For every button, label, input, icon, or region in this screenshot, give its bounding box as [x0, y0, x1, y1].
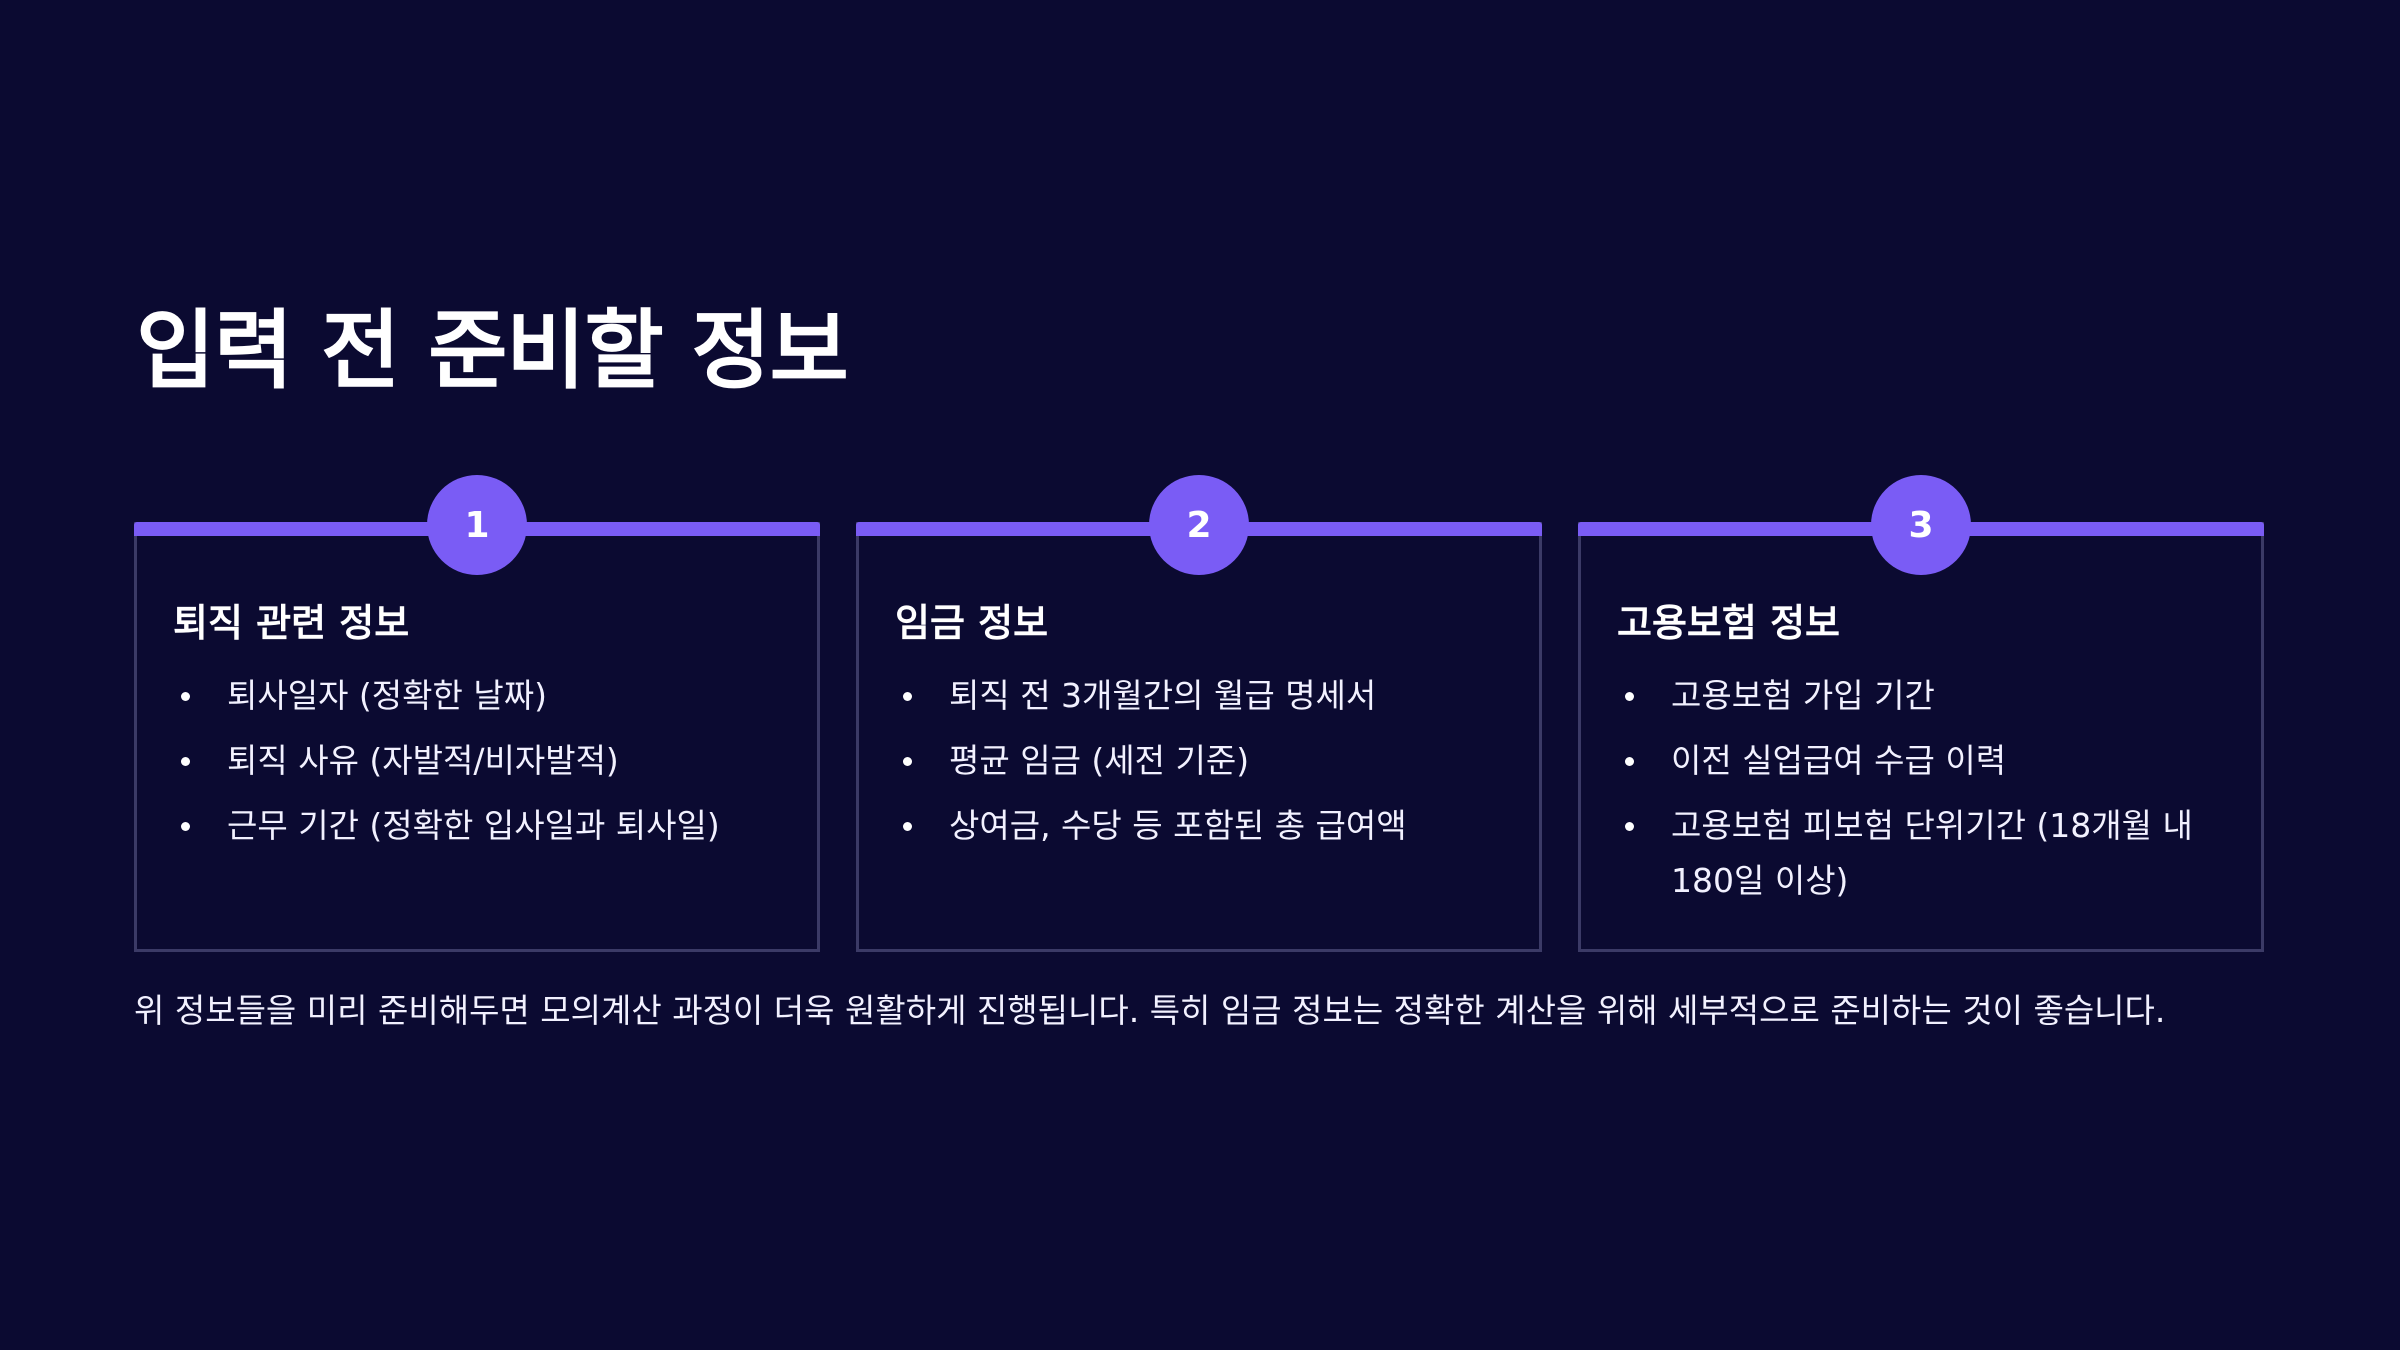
card-insurance-info: 3 고용보험 정보 고용보험 가입 기간 이전 실업급여 수급 이력 고용보험 …	[1578, 475, 2264, 952]
card-wage-info: 2 임금 정보 퇴직 전 3개월간의 월급 명세서 평균 임금 (세전 기준) …	[856, 475, 1542, 952]
step-number-badge: 1	[427, 475, 527, 575]
list-item: 근무 기간 (정확한 입사일과 퇴사일)	[173, 798, 789, 853]
step-number-badge: 2	[1149, 475, 1249, 575]
card-item-list: 고용보험 가입 기간 이전 실업급여 수급 이력 고용보험 피보험 단위기간 (…	[1617, 668, 2233, 918]
card-title: 임금 정보	[895, 601, 1049, 645]
page-title: 입력 전 준비할 정보	[136, 301, 849, 401]
list-item: 고용보험 가입 기간	[1617, 668, 2233, 723]
footer-note: 위 정보들을 미리 준비해두면 모의계산 과정이 더욱 원활하게 진행됩니다. …	[134, 991, 2166, 1030]
list-item: 상여금, 수당 등 포함된 총 급여액	[895, 798, 1511, 853]
list-item: 이전 실업급여 수급 이력	[1617, 733, 2233, 788]
card-item-list: 퇴직 전 3개월간의 월급 명세서 평균 임금 (세전 기준) 상여금, 수당 …	[895, 668, 1511, 863]
card-title: 고용보험 정보	[1617, 601, 1840, 645]
list-item: 평균 임금 (세전 기준)	[895, 733, 1511, 788]
card-item-list: 퇴사일자 (정확한 날짜) 퇴직 사유 (자발적/비자발적) 근무 기간 (정확…	[173, 668, 789, 863]
list-item: 퇴사일자 (정확한 날짜)	[173, 668, 789, 723]
card-title: 퇴직 관련 정보	[173, 601, 410, 645]
list-item: 고용보험 피보험 단위기간 (18개월 내 180일 이상)	[1617, 798, 2233, 908]
list-item: 퇴직 사유 (자발적/비자발적)	[173, 733, 789, 788]
list-item: 퇴직 전 3개월간의 월급 명세서	[895, 668, 1511, 723]
step-number-badge: 3	[1871, 475, 1971, 575]
card-retirement-info: 1 퇴직 관련 정보 퇴사일자 (정확한 날짜) 퇴직 사유 (자발적/비자발적…	[134, 475, 820, 952]
